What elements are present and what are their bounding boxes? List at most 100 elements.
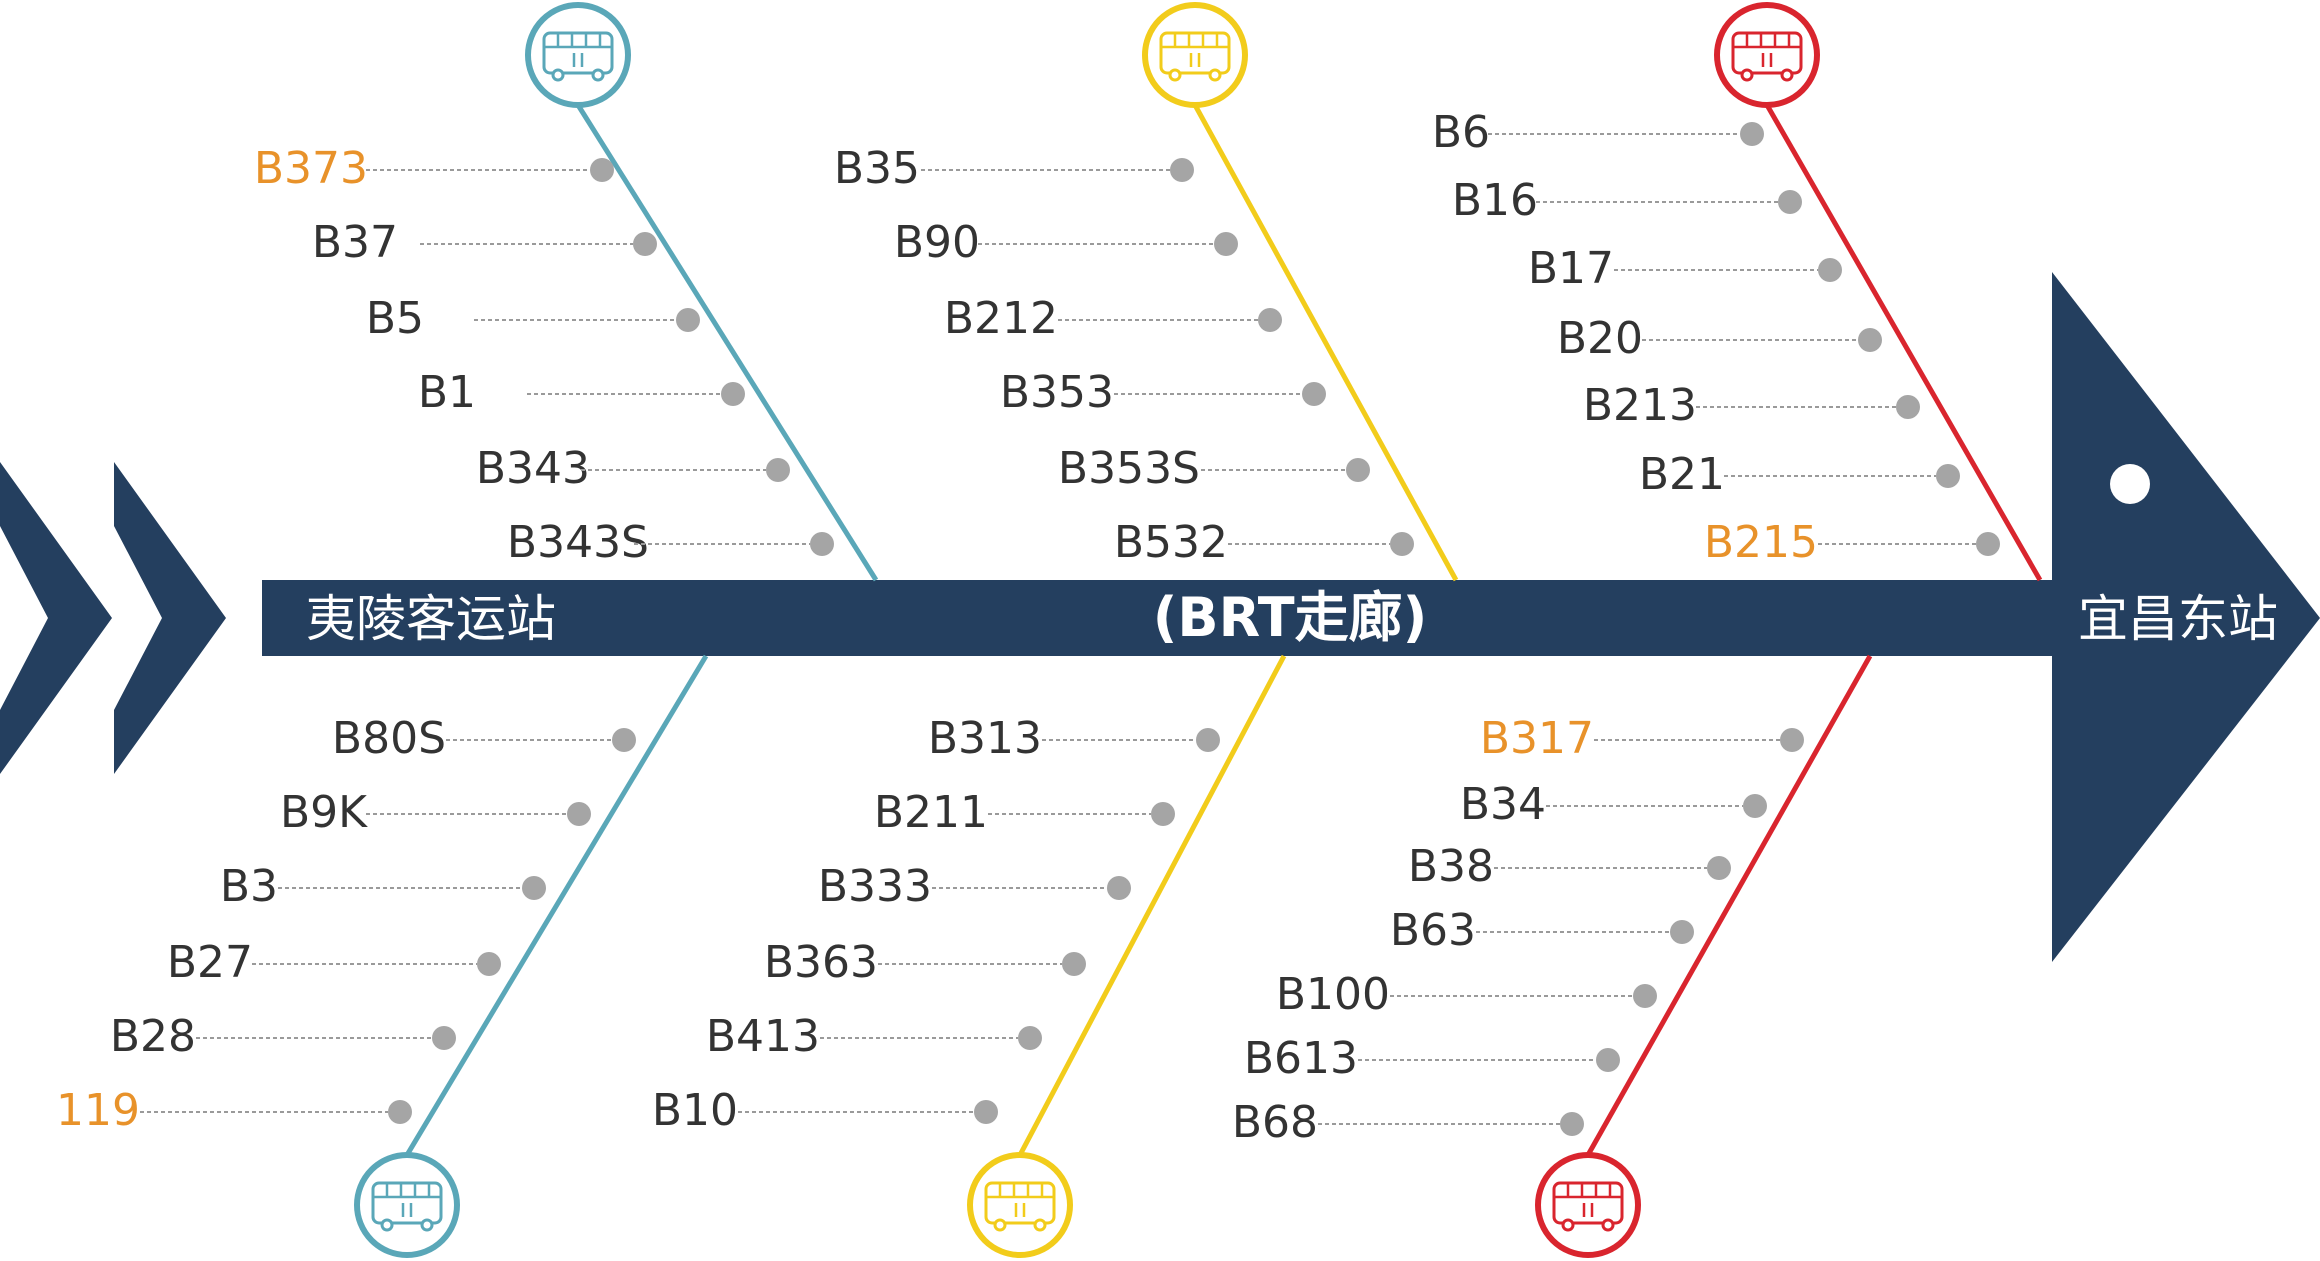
route-stop-dot bbox=[1976, 532, 2000, 556]
route-label: B1 bbox=[418, 367, 476, 418]
route-label: B16 bbox=[1452, 175, 1538, 226]
route-label: B17 bbox=[1528, 243, 1614, 294]
route-label: B35 bbox=[834, 143, 920, 194]
start-station-label: 夷陵客运站 bbox=[306, 590, 556, 648]
bus-badge bbox=[1142, 2, 1248, 108]
branch-bone bbox=[1764, 103, 2043, 582]
route-stop-dot bbox=[612, 728, 636, 752]
route-stop-dot bbox=[766, 458, 790, 482]
route-label: B353 bbox=[1000, 367, 1114, 418]
branch-bone bbox=[1017, 654, 1287, 1157]
route-label: B613 bbox=[1244, 1033, 1358, 1084]
route-label: B3 bbox=[220, 861, 278, 912]
route-stop-dot bbox=[676, 308, 700, 332]
route-label: B28 bbox=[110, 1011, 196, 1062]
route-stop-dot bbox=[1346, 458, 1370, 482]
route-label: B6 bbox=[1432, 107, 1490, 158]
arrow-head bbox=[2052, 272, 2320, 962]
route-stop-dot bbox=[1633, 984, 1657, 1008]
route-label: B5 bbox=[366, 293, 424, 344]
bus-badge bbox=[354, 1152, 460, 1258]
route-label: B353S bbox=[1058, 443, 1200, 494]
route-label: B34 bbox=[1460, 779, 1546, 830]
route-stop-dot bbox=[477, 952, 501, 976]
route-stop-dot bbox=[1778, 190, 1802, 214]
route-label: B343S bbox=[507, 517, 649, 568]
route-stop-dot bbox=[1670, 920, 1694, 944]
route-stop-dot bbox=[1740, 122, 1764, 146]
route-label: B37 bbox=[312, 217, 398, 268]
route-stop-dot bbox=[1896, 395, 1920, 419]
route-label: B90 bbox=[894, 217, 980, 268]
route-stop-dot bbox=[1560, 1112, 1584, 1136]
route-stop-dot bbox=[1596, 1048, 1620, 1072]
route-label: B343 bbox=[476, 443, 590, 494]
route-stop-dot bbox=[1858, 328, 1882, 352]
route-label: B20 bbox=[1557, 313, 1643, 364]
route-stop-dot bbox=[1780, 728, 1804, 752]
route-label: B100 bbox=[1276, 969, 1390, 1020]
branch-bone bbox=[404, 654, 709, 1157]
bus-badge bbox=[967, 1152, 1073, 1258]
route-label: B373 bbox=[254, 143, 368, 194]
route-label: B80S bbox=[332, 713, 446, 764]
route-label: B10 bbox=[652, 1085, 738, 1136]
route-stop-dot bbox=[567, 802, 591, 826]
route-stop-dot bbox=[1743, 794, 1767, 818]
route-stop-dot bbox=[590, 158, 614, 182]
route-stop-dot bbox=[432, 1026, 456, 1050]
bus-badge bbox=[525, 2, 631, 108]
route-label: B211 bbox=[874, 787, 988, 838]
route-stop-dot bbox=[1062, 952, 1086, 976]
route-stop-dot bbox=[1258, 308, 1282, 332]
route-label: B532 bbox=[1114, 517, 1228, 568]
route-stop-dot bbox=[1018, 1026, 1042, 1050]
route-stop-dot bbox=[1818, 258, 1842, 282]
route-label: B21 bbox=[1639, 449, 1725, 500]
corridor-label: (BRT走廊) bbox=[1153, 586, 1428, 649]
route-stop-dot bbox=[1936, 464, 1960, 488]
route-label: 119 bbox=[56, 1085, 140, 1136]
route-label: B27 bbox=[167, 937, 253, 988]
route-stop-dot bbox=[522, 876, 546, 900]
branch-bone bbox=[1192, 103, 1459, 582]
route-label: B363 bbox=[764, 937, 878, 988]
route-stop-dot bbox=[1170, 158, 1194, 182]
bus-badge bbox=[1535, 1152, 1641, 1258]
route-stop-dot bbox=[1107, 876, 1131, 900]
bus-badge bbox=[1714, 2, 1820, 108]
route-stop-dot bbox=[721, 382, 745, 406]
route-label: B63 bbox=[1390, 905, 1476, 956]
route-stop-dot bbox=[1196, 728, 1220, 752]
route-stop-dot bbox=[974, 1100, 998, 1124]
route-stop-dot bbox=[1214, 232, 1238, 256]
route-label: B212 bbox=[944, 293, 1058, 344]
chevron-right-icon bbox=[0, 462, 226, 774]
route-label: B38 bbox=[1408, 841, 1494, 892]
route-label: B68 bbox=[1232, 1097, 1318, 1148]
branches-layer: B373B37B5B1B343B343SB35B90B212B353B353SB… bbox=[56, 2, 2043, 1258]
corridor-spine bbox=[262, 580, 2062, 656]
route-label: B9K bbox=[280, 787, 368, 838]
end-station-label: 宜昌东站 bbox=[2078, 590, 2278, 648]
route-stop-dot bbox=[1390, 532, 1414, 556]
arrow-head-dot bbox=[2110, 464, 2150, 504]
branch-bone bbox=[1585, 654, 1873, 1157]
route-stop-dot bbox=[633, 232, 657, 256]
route-label: B413 bbox=[706, 1011, 820, 1062]
route-label: B213 bbox=[1583, 380, 1697, 431]
route-label: B333 bbox=[818, 861, 932, 912]
route-label: B317 bbox=[1480, 713, 1594, 764]
route-stop-dot bbox=[1151, 802, 1175, 826]
route-stop-dot bbox=[1302, 382, 1326, 406]
route-label: B215 bbox=[1704, 517, 1818, 568]
route-stop-dot bbox=[810, 532, 834, 556]
